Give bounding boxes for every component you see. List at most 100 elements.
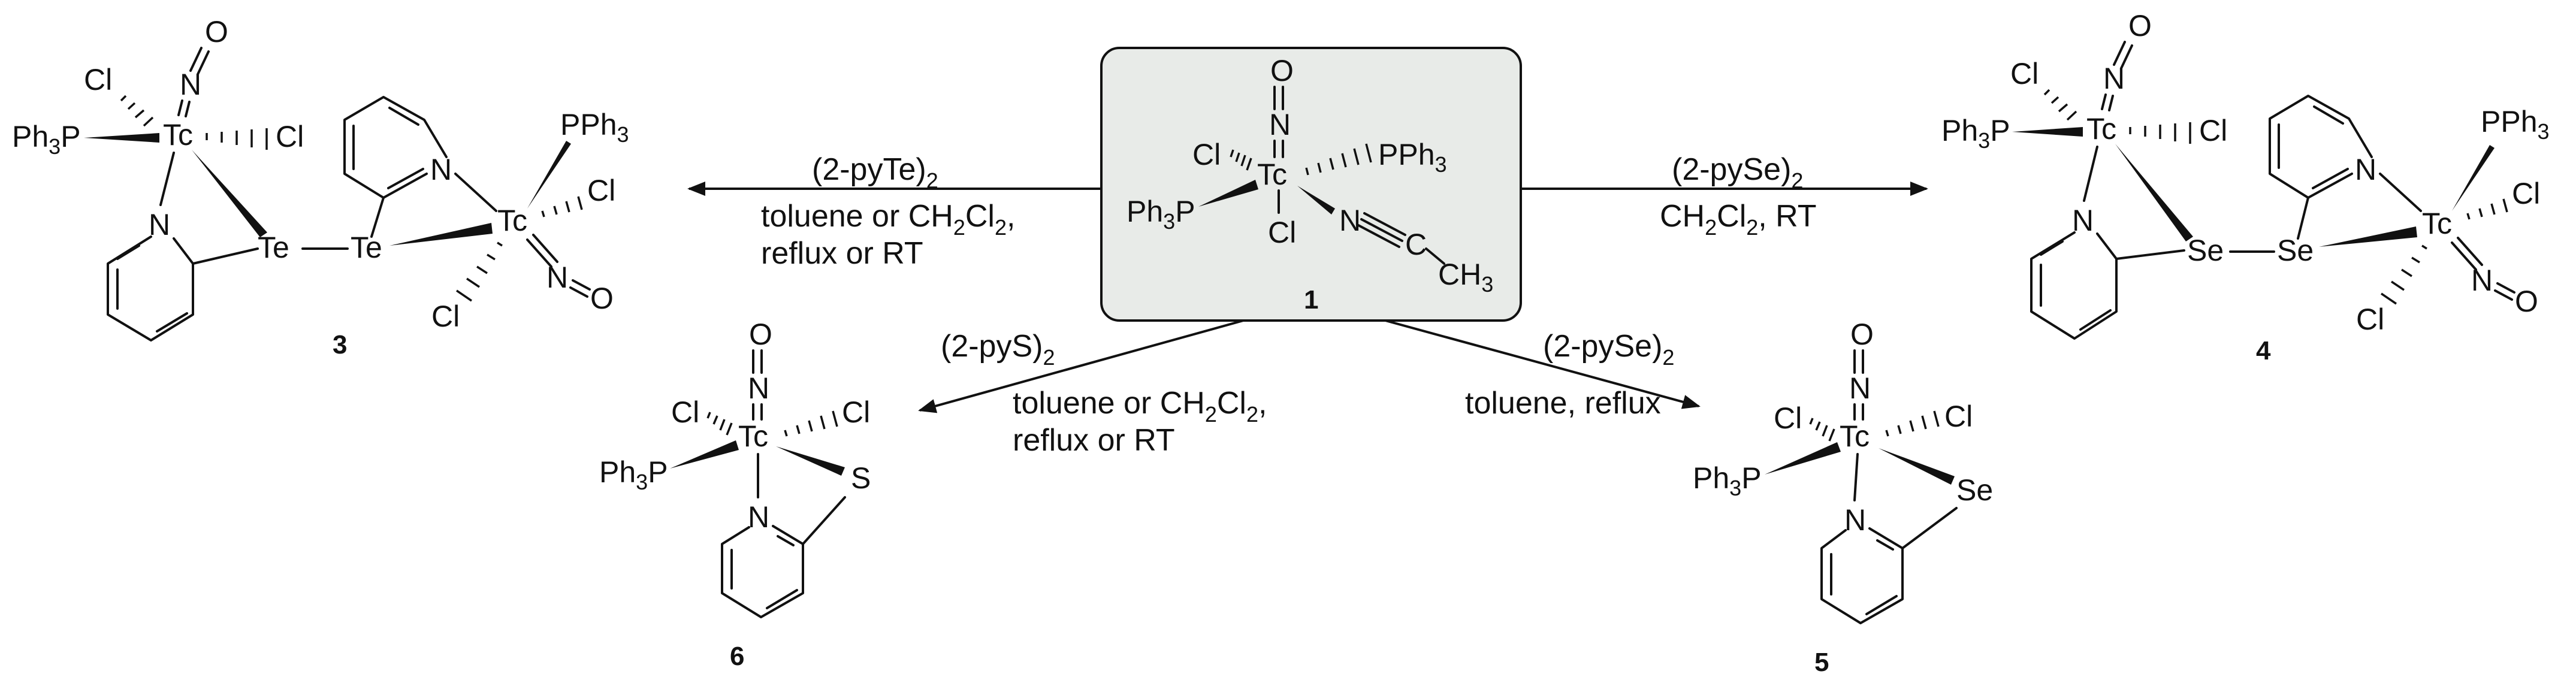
c5-py-db3	[1876, 539, 1894, 551]
c3-cl1-hash	[120, 95, 154, 127]
c1-cl-bottom-label: Cl	[1268, 216, 1296, 249]
c4-tc1-se-wedge	[2115, 144, 2193, 241]
c4-py2-ring	[2269, 95, 2373, 199]
c5-cl2-hash	[1885, 410, 1940, 437]
c4-cl4-hash	[2381, 244, 2427, 305]
c1-tc-label: Tc	[1257, 158, 1287, 191]
c6-s-wedge	[776, 446, 845, 476]
reagent-to-5: (2-pySe)2	[1543, 329, 1674, 370]
c1-cn-triple-a	[1360, 218, 1403, 242]
compound-1-box	[1100, 47, 1522, 322]
c4-ph3p-wedge	[2012, 127, 2083, 137]
solvent-to-3: toluene or CH2Cl2,	[761, 199, 1015, 240]
c5-ph3p-wedge	[1765, 442, 1841, 475]
c3-tc2-no-b	[532, 234, 558, 263]
reagent-to-6: (2-pyS)2	[941, 329, 1055, 370]
c4-py1-db3	[2040, 240, 2064, 256]
c3-tc2-label: Tc	[497, 204, 527, 237]
arrow-to-5	[1385, 319, 1701, 409]
c3-py1-db2	[156, 312, 188, 333]
c1-pph3-label: PPh3	[1378, 138, 1447, 177]
c3-py1-db3	[116, 244, 140, 260]
c4-no1-a	[2113, 41, 2126, 66]
c6-py-ring	[721, 525, 804, 618]
arrow-to-6	[918, 319, 1244, 413]
compound-1-number: 1	[1304, 285, 1318, 315]
c1-cn-triple-c	[1357, 224, 1400, 248]
c3-npy1-label: N	[149, 208, 170, 241]
c3-cl1-label: Cl	[84, 63, 112, 96]
c3-n2-o2-b	[572, 279, 591, 291]
temp-to-3: reflux or RT	[761, 236, 923, 271]
c6-ph3p-label: Ph3P	[599, 455, 668, 494]
c5-ph3p-label: Ph3P	[1693, 461, 1762, 500]
c4-py1-se	[2115, 249, 2185, 260]
c4-cl2-hash	[2129, 122, 2191, 144]
compound-6-group: O N Tc Cl Cl Ph3P S N 6	[599, 318, 871, 671]
c4-se2-tc2-wedge	[2319, 226, 2417, 247]
c1-n-nitrile-label: N	[1339, 204, 1361, 237]
c4-py2-db2	[2313, 105, 2344, 125]
c5-o-label: O	[1850, 318, 1874, 351]
reaction-arrows	[687, 182, 1928, 413]
c4-npy1-label: N	[2072, 204, 2094, 237]
c4-cl4-label: Cl	[2356, 303, 2384, 336]
compound-4-group: O N Tc Cl Ph3P Cl N Se Se N	[1941, 9, 2550, 365]
c5-npy-label: N	[1844, 503, 1866, 537]
c1-cn-triple-b	[1363, 212, 1406, 236]
solvent-to-6: toluene or CH2Cl2,	[1013, 386, 1267, 427]
c6-ph3p-wedge	[670, 440, 739, 469]
compound-5-number: 5	[1814, 648, 1829, 677]
c6-py-db3	[777, 535, 795, 546]
c4-n1-label: N	[2103, 62, 2125, 95]
c3-py2-db2	[388, 107, 419, 126]
c5-cl2-label: Cl	[1944, 400, 1973, 433]
c5-se-wedge	[1879, 448, 1955, 485]
c5-py-se	[1901, 507, 1958, 549]
c3-py2-db3	[387, 168, 424, 189]
c4-cl3-label: Cl	[2512, 177, 2540, 210]
c4-tc2-no-a	[2451, 241, 2477, 271]
c4-cl2-label: Cl	[2199, 114, 2227, 147]
c5-py-db2	[1865, 595, 1898, 615]
c4-cl1-hash	[2043, 89, 2077, 121]
c3-o2-label: O	[590, 282, 614, 315]
c4-n2-o2-b	[2496, 282, 2515, 294]
c3-tc1-label: Tc	[163, 118, 193, 152]
c4-tc2-no-b	[2457, 237, 2483, 266]
c6-npy-label: N	[748, 500, 769, 534]
c4-ph3p-label: Ph3P	[1941, 114, 2010, 153]
c3-py2-cn	[382, 173, 428, 199]
c3-n1-label: N	[180, 68, 201, 101]
c4-npy2-label: N	[2355, 153, 2376, 186]
compound-3-group: O N Tc Cl Ph3P Cl N Te Te	[12, 15, 629, 359]
c3-n2-o2-a	[569, 286, 588, 298]
c3-tc1-te-wedge	[192, 150, 267, 237]
conditions-to-5: (2-pySe)2 toluene, reflux	[1465, 329, 1674, 421]
c3-npy2-tc2	[454, 173, 497, 212]
c3-tcn1-b	[185, 101, 191, 117]
conditions-to-6: (2-pyS)2 toluene or CH2Cl2, reflux or RT	[941, 329, 1267, 458]
c4-se2-label: Se	[2277, 234, 2314, 267]
c3-tcn1-a	[177, 99, 183, 116]
c1-ph3p-label: Ph3P	[1127, 195, 1195, 234]
c4-cl1-label: Cl	[2010, 57, 2039, 90]
c1-cch3-bond	[1425, 247, 1445, 265]
c4-tc1-label: Tc	[2086, 112, 2116, 146]
c6-py-s	[802, 496, 846, 545]
c4-n2-label: N	[2471, 264, 2493, 297]
c3-cl4-hash	[456, 241, 503, 302]
c3-te2-label: Te	[351, 231, 382, 264]
c5-py-ring	[1820, 527, 1904, 624]
c3-tc1-npy	[159, 152, 175, 206]
c6-cl1-hash	[706, 412, 733, 436]
c4-tc2-label: Tc	[2422, 207, 2452, 240]
compound-4-number: 4	[2256, 336, 2271, 365]
c1-cl-left-label: Cl	[1192, 138, 1221, 171]
c6-cl2-label: Cl	[842, 395, 870, 429]
compound-3-number: 3	[333, 330, 347, 359]
c3-cl2-label: Cl	[276, 120, 304, 153]
c4-py1-db2	[2079, 309, 2112, 331]
c3-cl4-label: Cl	[431, 300, 460, 333]
